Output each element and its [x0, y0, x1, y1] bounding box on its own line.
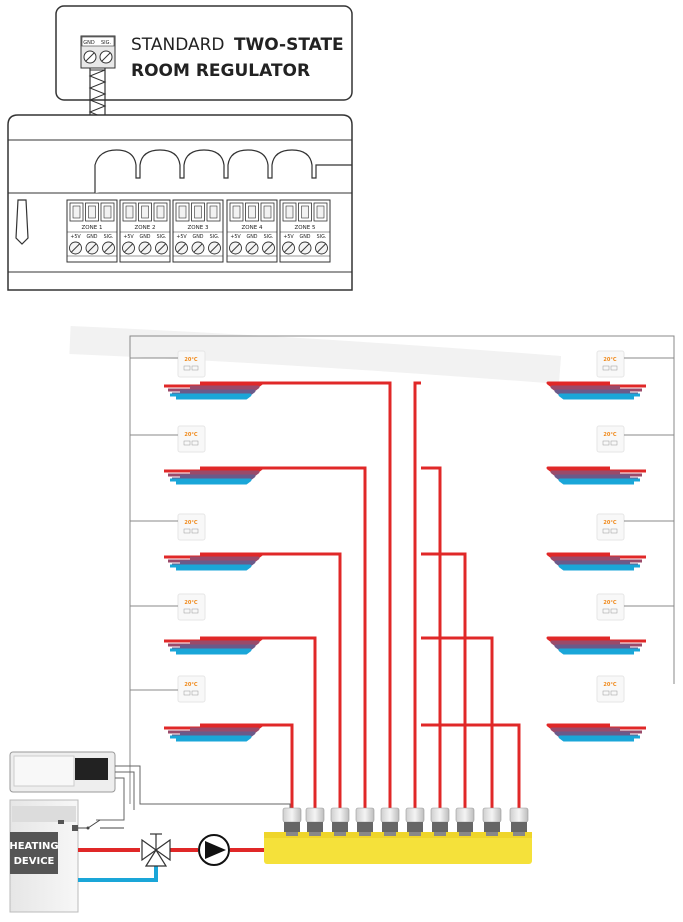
zone-pin-label: +5V	[70, 234, 81, 240]
terminal-label-gnd: GND	[83, 40, 95, 46]
actuator-head-10	[509, 807, 529, 836]
zone-label: ZONE 1	[82, 225, 103, 231]
zone-pin-label: SIG.	[317, 234, 327, 240]
room-thermostat: 20°C	[596, 675, 625, 703]
zone-1-terminal[interactable]: ZONE 1+5V GND SIG.	[66, 199, 118, 263]
room-regulator-callout: STANDARD TWO-STATE ROOM REGULATOR GND SI…	[55, 5, 353, 101]
room-thermostat: 20°C	[596, 350, 625, 378]
circulation-pump	[198, 834, 230, 866]
regulator-title-bold: TWO-STATE	[234, 35, 344, 55]
zone-pin-label: GND	[247, 234, 258, 240]
thermostat-reading: 20°C	[603, 600, 616, 606]
heating-zones: 20°C 20°C 20°C 20°C 20°C 20°C 20°C 20°C 20°C 20°C	[130, 350, 674, 812]
zone-pin-label: +5V	[176, 234, 187, 240]
zone-pin-label: +5V	[283, 234, 294, 240]
thermostat-reading: 20°C	[184, 682, 197, 688]
zone-2-terminal[interactable]: ZONE 2+5V GND SIG.	[119, 199, 171, 263]
heating-loop-4: 20°C	[130, 593, 317, 812]
room-thermostat: 20°C	[177, 513, 206, 541]
heating-loop-6: 20°C	[413, 350, 674, 812]
regulator-terminal-block: GND SIG.	[80, 35, 116, 69]
actuator-head-1	[282, 807, 302, 836]
actuator-head-3	[330, 807, 350, 836]
heating-loop-8: 20°C	[421, 513, 674, 812]
pump-switch	[78, 819, 124, 830]
zone-label: ZONE 3	[188, 225, 209, 231]
heating-loop-9: 20°C	[421, 593, 674, 812]
thermostat-reading: 20°C	[603, 432, 616, 438]
zone-5-terminal[interactable]: ZONE 5+5V GND SIG.	[279, 199, 331, 263]
heating-loop-5: 20°C	[130, 675, 294, 812]
actuator-head-6	[405, 807, 425, 836]
regulator-title-line2: ROOM REGULATOR	[131, 61, 310, 81]
zone-label: ZONE 5	[295, 225, 316, 231]
zone-pin-label: GND	[300, 234, 311, 240]
thermostat-reading: 20°C	[184, 357, 197, 363]
room-thermostat: 20°C	[177, 675, 206, 703]
heating-device: HEATING DEVICE	[9, 799, 79, 913]
zone-pin-label: +5V	[230, 234, 241, 240]
actuator-head-8	[455, 807, 475, 836]
room-thermostat: 20°C	[596, 593, 625, 621]
zone-pin-label: GND	[193, 234, 204, 240]
thermostat-reading: 20°C	[603, 520, 616, 526]
zone-pin-label: GND	[140, 234, 151, 240]
heating-device-label-2: DEVICE	[14, 856, 55, 867]
zone-label: ZONE 4	[242, 225, 263, 231]
actuator-head-5	[380, 807, 400, 836]
zone-pin-label: SIG.	[210, 234, 220, 240]
room-thermostat: 20°C	[177, 425, 206, 453]
room-thermostat: 20°C	[177, 350, 206, 378]
thermostat-reading: 20°C	[184, 520, 197, 526]
zone-pin-label: GND	[87, 234, 98, 240]
room-thermostat: 20°C	[177, 593, 206, 621]
heating-loop-1: 20°C	[130, 350, 392, 812]
actuator-head-9	[482, 807, 502, 836]
heating-loop-3: 20°C	[130, 513, 342, 812]
zone-pin-label: SIG.	[104, 234, 114, 240]
manifold	[264, 832, 532, 864]
thermostat-reading: 20°C	[603, 357, 616, 363]
controller-display	[75, 758, 108, 780]
controller-unit	[9, 751, 291, 821]
thermostat-reading: 20°C	[184, 600, 197, 606]
actuator-head-7	[430, 807, 450, 836]
thermostat-reading: 20°C	[184, 432, 197, 438]
room-thermostat: 20°C	[596, 425, 625, 453]
actuator-head-2	[305, 807, 325, 836]
heating-loop-10: 20°C	[421, 675, 646, 812]
background-swoosh	[69, 326, 562, 384]
three-way-valve	[141, 833, 171, 867]
zone-3-terminal[interactable]: ZONE 3+5V GND SIG.	[172, 199, 224, 263]
regulator-title-light: STANDARD	[131, 35, 225, 55]
heating-loop-2: 20°C	[130, 425, 367, 812]
room-thermostat: 20°C	[596, 513, 625, 541]
zone-4-terminal[interactable]: ZONE 4+5V GND SIG.	[226, 199, 278, 263]
svg-text:STANDARD TWO-STATE: STANDARD TWO-STATE	[131, 35, 344, 55]
zone-pin-label: SIG.	[264, 234, 274, 240]
actuator-heads	[282, 807, 529, 836]
zone-pin-label: SIG.	[157, 234, 167, 240]
boiler-pipes	[78, 848, 268, 882]
actuator-head-4	[355, 807, 375, 836]
heating-loop-7: 20°C	[421, 425, 674, 812]
heating-device-label-1: HEATING	[9, 841, 58, 852]
signal-wiring	[129, 335, 675, 804]
zone-label: ZONE 2	[135, 225, 156, 231]
zone-pin-label: +5V	[123, 234, 134, 240]
thermostat-reading: 20°C	[603, 682, 616, 688]
terminal-label-sig: SIG.	[101, 40, 112, 46]
